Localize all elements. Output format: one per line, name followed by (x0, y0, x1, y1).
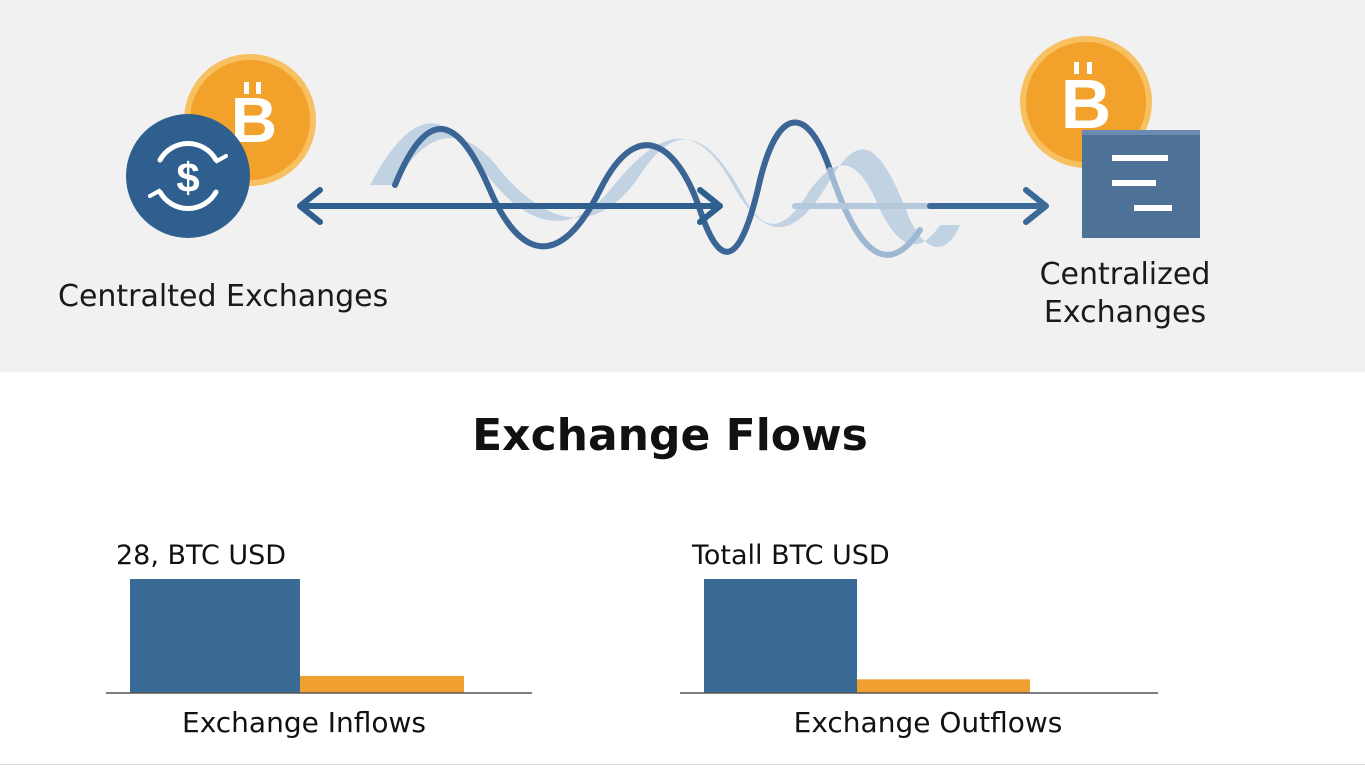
wave-ribbon-icon (370, 123, 960, 247)
svg-text:$: $ (176, 154, 199, 201)
bar-secondary (857, 679, 1030, 693)
outflows-bar-chart (680, 579, 1158, 694)
right-arrow-icon (792, 187, 1049, 225)
outflows-chart-title: Totall BTC USD (692, 540, 890, 571)
inflows-chart-title: 28, BTC USD (116, 540, 287, 571)
left-exchange-label: Centralted Exchanges (58, 279, 389, 314)
outflows-chart-caption: Exchange Outflows (793, 706, 1063, 739)
exchange-diagram: B $ B (126, 36, 1200, 258)
wave-line-light-icon (827, 167, 923, 258)
inflows-bar-chart (106, 579, 532, 694)
page-title: Exchange Flows (472, 410, 868, 461)
bar-secondary (300, 675, 464, 693)
wave-line-icon (392, 119, 833, 255)
right-exchange-label: Centralized Exchanges (1039, 257, 1211, 330)
divider (0, 764, 1365, 765)
bar-primary (704, 579, 857, 693)
inflows-chart-caption: Exchange Inflows (182, 706, 426, 739)
dollar-cycle-icon: $ (126, 114, 250, 238)
bar-primary (130, 579, 300, 693)
double-arrow-icon (297, 187, 723, 225)
document-icon (1082, 130, 1200, 238)
